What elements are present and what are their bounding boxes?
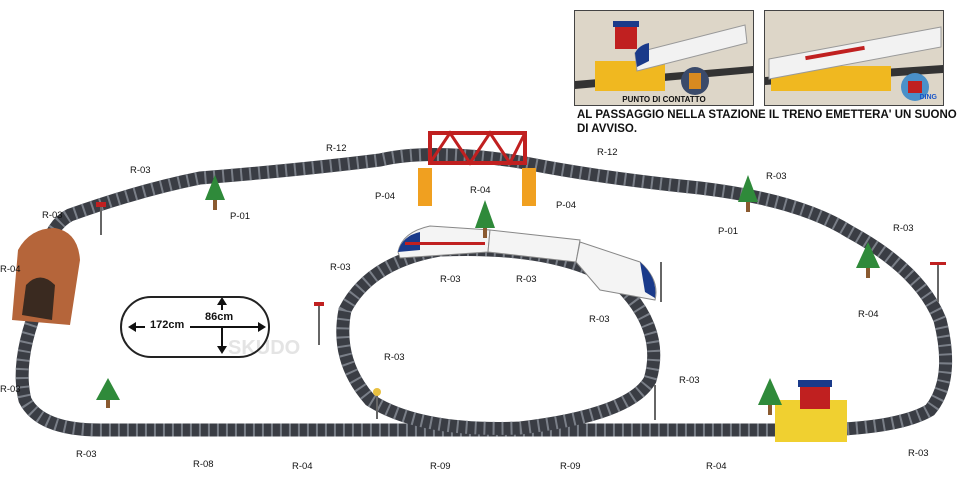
track-label: R-03 — [440, 274, 461, 285]
station — [775, 380, 847, 442]
track-label: R-09 — [560, 461, 581, 472]
track-label: R-04 — [858, 309, 879, 320]
track-label: R-03 — [766, 171, 787, 182]
bridge — [418, 130, 536, 206]
track-label: P-01 — [230, 211, 250, 222]
track-label: R-08 — [193, 459, 214, 470]
signal-post-icon — [373, 388, 381, 419]
track-label: R-03 — [516, 274, 537, 285]
dimension-width: 172cm — [150, 319, 185, 331]
station-sound-note: AL PASSAGGIO NELLA STAZIONE IL TRENO EME… — [577, 109, 957, 135]
track-label: R-03 — [679, 375, 700, 386]
inset-station-ding: DING — [764, 10, 944, 106]
track-label: R-03 — [908, 448, 929, 459]
track-label: R-12 — [326, 143, 347, 154]
signal-post-icon — [654, 385, 656, 420]
signal-post-icon — [930, 262, 946, 302]
tree-icon — [856, 242, 880, 278]
inset-station-illustration — [765, 11, 943, 105]
track-label: R-04 — [292, 461, 313, 472]
dimension-oval — [120, 296, 270, 358]
track-label: R-03 — [42, 210, 63, 221]
signal-post-icon — [96, 202, 106, 235]
track-label: R-04 — [470, 185, 491, 196]
track-label: P-01 — [718, 226, 738, 237]
tree-icon — [96, 378, 120, 408]
signal-post-icon — [314, 302, 324, 345]
track-label: R-03 — [384, 352, 405, 363]
track-label: R-03 — [130, 165, 151, 176]
track-label: R-09 — [430, 461, 451, 472]
track-label: R-03 — [76, 449, 97, 460]
tree-icon — [475, 200, 495, 238]
ding-label: DING — [919, 94, 938, 101]
dimension-height: 86cm — [205, 311, 234, 323]
track-label: R-03 — [0, 384, 21, 395]
track-label: P-04 — [375, 191, 395, 202]
tunnel — [12, 228, 80, 325]
track-label: R-04 — [0, 264, 21, 275]
track-label: R-03 — [589, 314, 610, 325]
track-label: R-03 — [330, 262, 351, 273]
train — [397, 225, 657, 301]
tree-icon — [738, 175, 758, 212]
track-label: R-12 — [597, 147, 618, 158]
track-piece-labels: R-12 R-12 R-03 R-03 R-03 R-04 P-01 P-04 … — [0, 143, 929, 472]
track-label: P-04 — [556, 200, 576, 211]
tree-icon — [205, 175, 225, 210]
signal-post-icon — [660, 262, 662, 302]
inset-caption: PUNTO DI CONTATTO — [622, 95, 706, 104]
inset-contact-point: PUNTO DI CONTATTO — [574, 10, 754, 106]
tree-icon — [758, 378, 782, 415]
inset-contact-illustration — [575, 11, 753, 105]
track-label: R-04 — [706, 461, 727, 472]
track-label: R-03 — [893, 223, 914, 234]
